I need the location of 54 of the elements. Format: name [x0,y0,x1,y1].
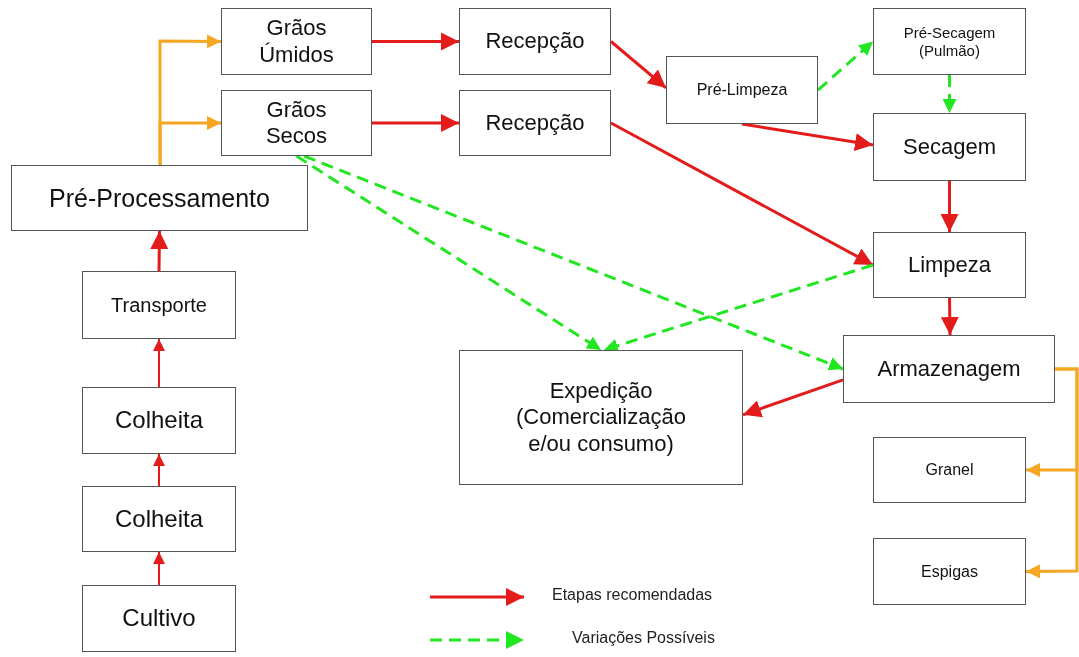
arrow [153,551,165,586]
step-label: Grãos Secos [264,96,329,150]
step-label: Granel [925,460,974,480]
arrow [940,181,959,232]
process-box [221,90,372,156]
step-label: Secagem [903,133,996,161]
process-box [82,271,236,339]
arrow [303,154,844,371]
arrow [741,122,874,151]
arrow [940,297,959,336]
process-box [873,437,1026,503]
arrow [942,75,957,113]
process-box [82,387,236,454]
legend-label: Etapas recomendadas [552,586,713,604]
process-box [459,350,743,485]
process-box [459,90,611,156]
step-label: Armazenagem [877,355,1021,383]
arrow [1026,367,1079,579]
process-box [843,335,1055,403]
step-label: Grãos Úmidos [258,15,335,68]
step-label: Espigas [921,561,978,582]
step-label: Recepção [485,28,585,55]
process-box [82,486,236,552]
process-box [82,585,236,652]
arrow [372,32,459,51]
arrow [817,40,874,92]
step-label: Pré-Processamento [49,183,270,213]
arrow [742,378,844,418]
step-label: Expedição (Comercialização e/ou consumo) [515,377,687,458]
step-label: Limpeza [907,251,992,279]
process-box [459,8,611,75]
arrow [372,114,459,132]
legend-label: Variações Possíveis [572,629,715,647]
step-label: Transporte [111,293,207,317]
process-box [873,8,1026,75]
step-label: Cultivo [122,604,196,633]
process-box [11,165,308,231]
arrow [153,338,165,388]
process-box [873,232,1026,298]
step-label: Colheita [114,406,204,435]
process-box [221,8,372,75]
process-box [873,538,1026,605]
process-box [873,113,1026,181]
arrow [150,230,169,272]
arrow [158,116,221,165]
step-label: Colheita [114,504,204,534]
step-label: Pré-Limpeza [696,80,788,100]
step-label: Pré-Secagem (Pulmão) [902,23,997,60]
process-box [666,56,818,124]
arrow [610,40,667,90]
arrow [295,154,602,352]
arrow [610,121,874,267]
arrow [153,453,165,487]
step-label: Recepção [485,109,585,137]
